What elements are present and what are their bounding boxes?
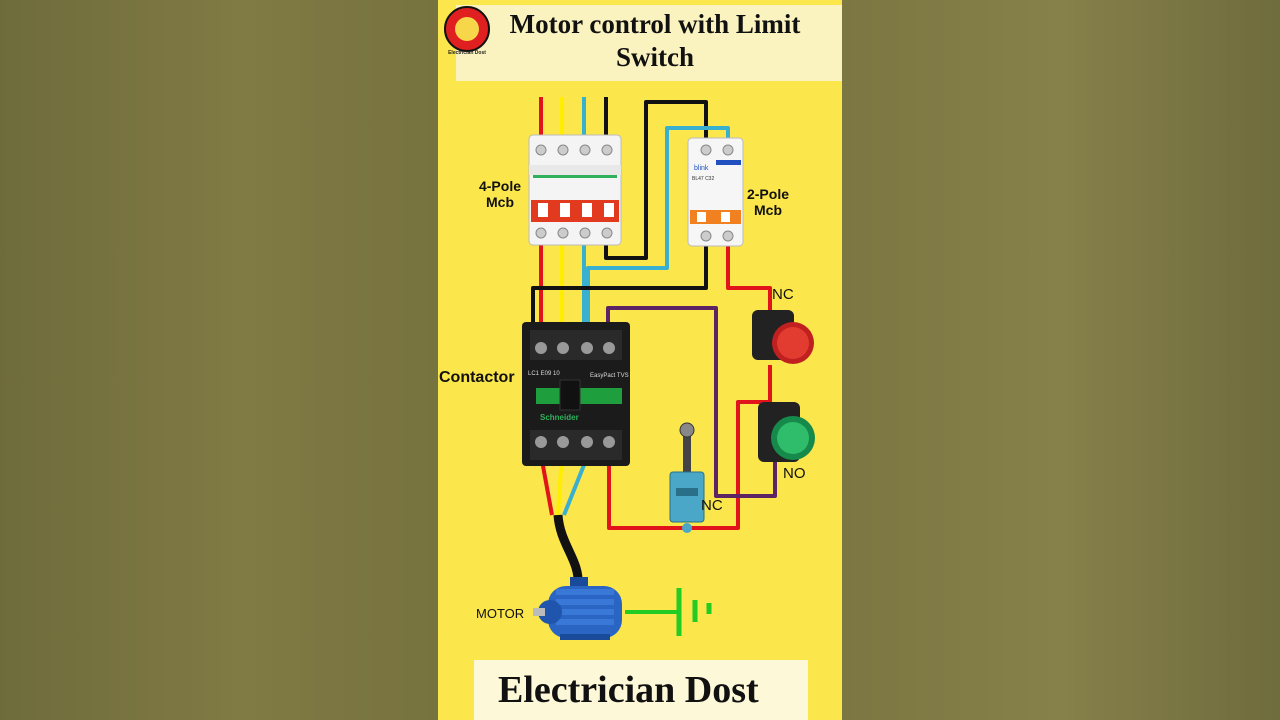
purple-no-wire (606, 306, 777, 498)
black-control-wire (531, 245, 708, 325)
mcb-2-pole: blink BL47 C32 (687, 137, 744, 247)
nc-push-button (752, 310, 814, 364)
title-line-2: Switch (615, 42, 694, 72)
logo-inner (455, 17, 479, 41)
contactor-brand-text: Schneider (540, 413, 579, 422)
blurred-background-left (0, 0, 438, 720)
mcb4-label: 4-Pole Mcb (476, 178, 524, 210)
motor-label: MOTOR (476, 606, 525, 621)
mcb2-brand-text: blink (694, 165, 709, 172)
footer-brand: Electrician Dost (498, 669, 759, 711)
contactor-model-text: LC1 E09 10 (528, 371, 560, 377)
red-nc-to-no (686, 365, 772, 530)
title-box (456, 5, 842, 81)
mcb2-label-line1: 2-Pole (746, 186, 789, 202)
motor-device (533, 577, 622, 640)
page-title: Motor control with Limit Switch (490, 8, 820, 74)
nc-button-label: NC (772, 286, 794, 303)
limit-switch-label: NC (701, 497, 723, 514)
mcb-4-pole (528, 134, 622, 246)
title-line-1: Motor control with Limit (509, 9, 801, 39)
mcb2-model-text: BL47 C32 (692, 176, 714, 182)
mcb2-label-line2: Mcb (754, 202, 782, 218)
no-push-button (758, 402, 815, 462)
blue-tap-wire (665, 126, 730, 150)
mcb4-label-line1: 4-Pole (478, 178, 521, 194)
footer-box (474, 660, 808, 720)
motor-cable (553, 514, 583, 586)
no-button-label: NO (783, 465, 806, 482)
contactor-label: Contactor (439, 369, 515, 386)
red-limit-to-coil (607, 465, 686, 530)
blurred-background-right (842, 0, 1280, 720)
red-control-wire (726, 245, 772, 310)
logo-caption: Electrician Dost (448, 50, 486, 56)
blue-tap-lower (586, 150, 669, 345)
mcb4-label-line2: Mcb (486, 194, 514, 210)
limit-switch-device (669, 422, 705, 533)
black-tap-wire (644, 100, 708, 150)
mcb2-label: 2-Pole Mcb (744, 186, 792, 218)
plug-icon (444, 6, 490, 52)
black-lower-wire (604, 150, 648, 260)
contactor-device: LC1 E09 10 EasyPact TVS Schneider (522, 322, 630, 466)
contactor-series-text: EasyPact TVS (590, 373, 629, 379)
